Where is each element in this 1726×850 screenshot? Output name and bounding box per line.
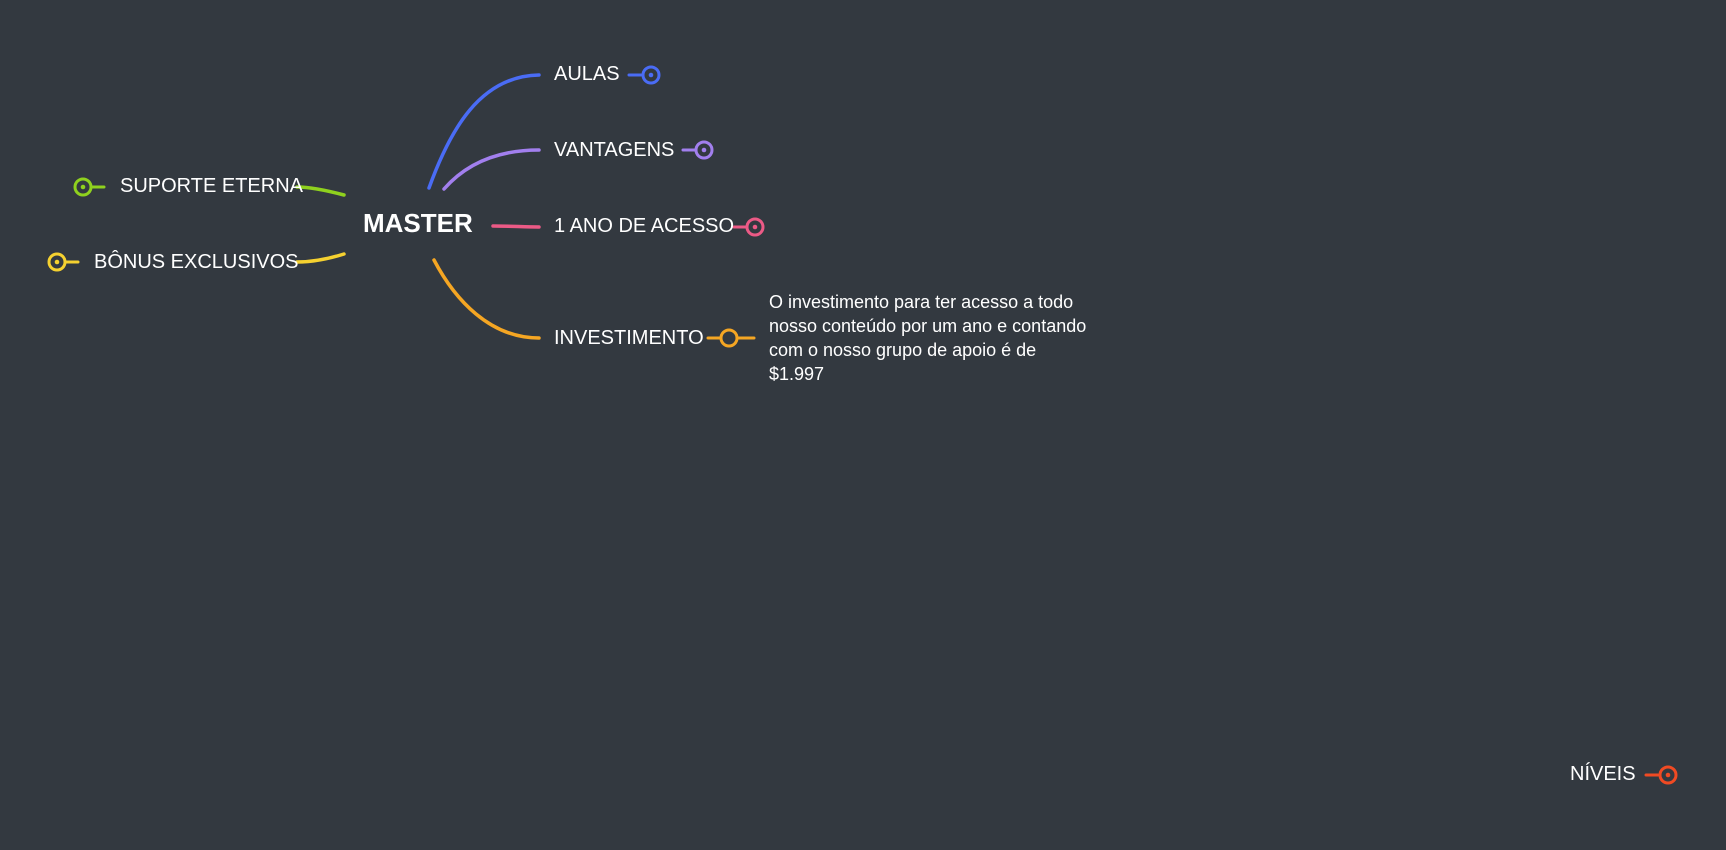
connector-acesso xyxy=(491,224,541,229)
topic-vantagens[interactable]: VANTAGENS xyxy=(554,139,675,161)
bonus-handle-icon[interactable] xyxy=(47,252,80,272)
vantagens-handle-icon[interactable] xyxy=(681,140,714,160)
connector-bonus xyxy=(295,252,346,264)
investimento-note: O investimento para ter acesso a todo no… xyxy=(769,292,1087,384)
topic-investimento[interactable]: INVESTIMENTO xyxy=(554,327,704,349)
aulas-handle-icon[interactable] xyxy=(627,65,661,85)
topic-1-ano-de-acesso[interactable]: 1 ANO DE ACESSO xyxy=(554,215,735,237)
topic-aulas[interactable]: AULAS xyxy=(554,63,620,85)
central-topic-master[interactable]: MASTER xyxy=(363,208,473,238)
connector-investimento xyxy=(432,258,541,340)
topic-suporte-eterna[interactable]: SUPORTE ETERNA xyxy=(120,175,303,197)
suporte-handle-icon[interactable] xyxy=(73,177,106,197)
acesso-handle-icon[interactable] xyxy=(732,217,765,237)
topic-niveis[interactable]: NÍVEIS xyxy=(1570,763,1636,785)
connector-aulas xyxy=(427,73,541,190)
niveis-handle-icon[interactable] xyxy=(1644,765,1678,785)
connector-suporte xyxy=(295,185,346,197)
topic-bonus-exclusivos[interactable]: BÔNUS EXCLUSIVOS xyxy=(94,251,299,273)
investimento-handle-icon[interactable] xyxy=(706,328,756,348)
connector-vantagens xyxy=(442,148,541,191)
